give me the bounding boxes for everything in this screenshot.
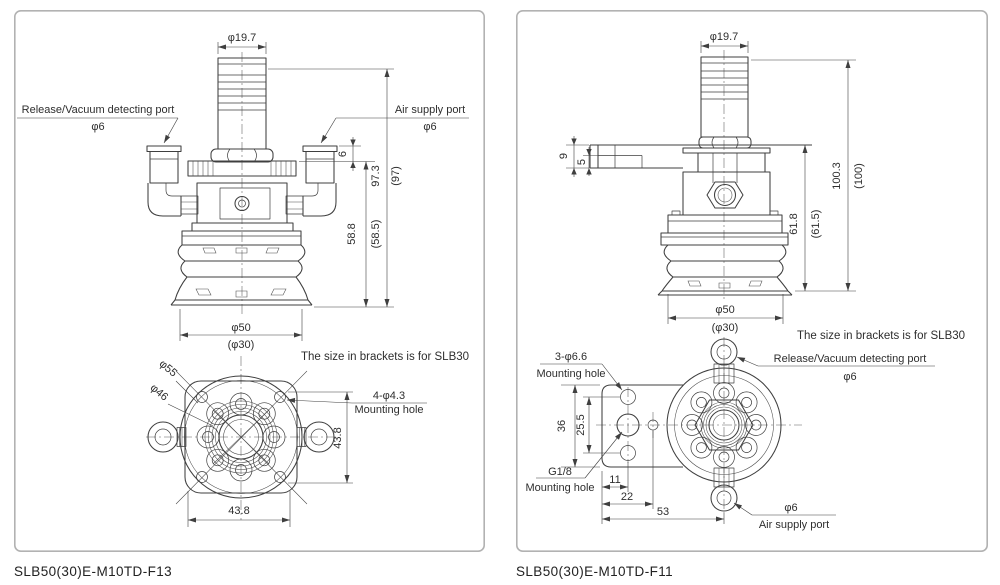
dim-cup-diameter: φ50	[231, 322, 250, 334]
left-fitting	[146, 145, 199, 217]
bolt-hole-ring	[196, 392, 286, 482]
dim-total-height: 97.3	[370, 165, 382, 186]
release-port-diameter: φ6	[91, 121, 104, 133]
release-port-diameter: φ6	[843, 371, 856, 383]
right-bottom-view: 3-φ6.6 Mounting hole Release/Vacuum dete…	[525, 337, 935, 531]
panel-left-border	[14, 10, 485, 553]
dim-body-height-alt: (58.5)	[370, 220, 382, 249]
thread-mounting-label: Mounting hole	[525, 482, 594, 494]
dim-offset: 6	[337, 151, 349, 157]
brackets-note: The size in brackets is for SLB30	[797, 330, 965, 342]
dim-total-height-alt: (97)	[390, 166, 402, 186]
dim-total-height-alt: (100)	[853, 163, 865, 189]
dim-slot-depth: 5	[576, 159, 588, 165]
dim-arm-thickness: 9	[558, 153, 570, 159]
right-fitting	[285, 145, 338, 217]
left-bottom-view: φ55 φ46 4-φ4.3 Mounting hole 43.8 43.8	[146, 356, 427, 527]
mounting-hole-size: 3-φ6.6	[555, 351, 587, 363]
dim-cup-diameter-alt: (φ30)	[228, 339, 255, 351]
dim-plate-height: 36	[556, 420, 568, 432]
dim-top-diameter: φ19.7	[710, 31, 739, 43]
left-front-view: φ19.7 Release/Vacuum detecting port φ6 A…	[17, 32, 469, 363]
dim-c: 53	[657, 506, 669, 518]
mounting-hole-size: 4-φ4.3	[373, 390, 405, 402]
air-port-label: Air supply port	[759, 519, 829, 531]
right-front-view: φ19.7 9 5 100.3 (100) 61.8 (61.5) φ50 (φ…	[558, 31, 965, 342]
dim-hole-spacing: 25.5	[575, 414, 587, 435]
right-part-number: SLB50(30)E-M10TD-F11	[516, 564, 673, 579]
dim-total-height: 100.3	[831, 162, 843, 190]
dim-top-diameter: φ19.7	[228, 32, 257, 44]
dim-hole-span-h: 43.8	[228, 505, 249, 517]
dim-cup-diameter: φ50	[715, 304, 734, 316]
mounting-hole-label: Mounting hole	[536, 368, 605, 380]
dim-body-height: 61.8	[788, 213, 800, 234]
air-port-diameter: φ6	[423, 121, 436, 133]
brackets-note: The size in brackets is for SLB30	[301, 351, 469, 363]
thread-size-label: G1/8	[548, 466, 572, 478]
dim-b: 22	[621, 491, 633, 503]
dim-body-height-alt: (61.5)	[810, 210, 822, 239]
left-part-number: SLB50(30)E-M10TD-F13	[14, 564, 172, 579]
air-port-label: Air supply port	[395, 104, 465, 116]
bolt-hole-ring	[681, 382, 767, 468]
mounting-hole-label: Mounting hole	[354, 404, 423, 416]
dim-hole-span-v: 43.8	[332, 427, 344, 448]
air-port-diameter: φ6	[784, 502, 797, 514]
dim-body-height: 58.8	[346, 223, 358, 244]
release-port-label: Release/Vacuum detecting port	[22, 104, 175, 116]
release-port-label: Release/Vacuum detecting port	[774, 353, 927, 365]
dim-a: 11	[609, 474, 620, 486]
dim-cup-diameter-alt: (φ30)	[712, 322, 739, 334]
